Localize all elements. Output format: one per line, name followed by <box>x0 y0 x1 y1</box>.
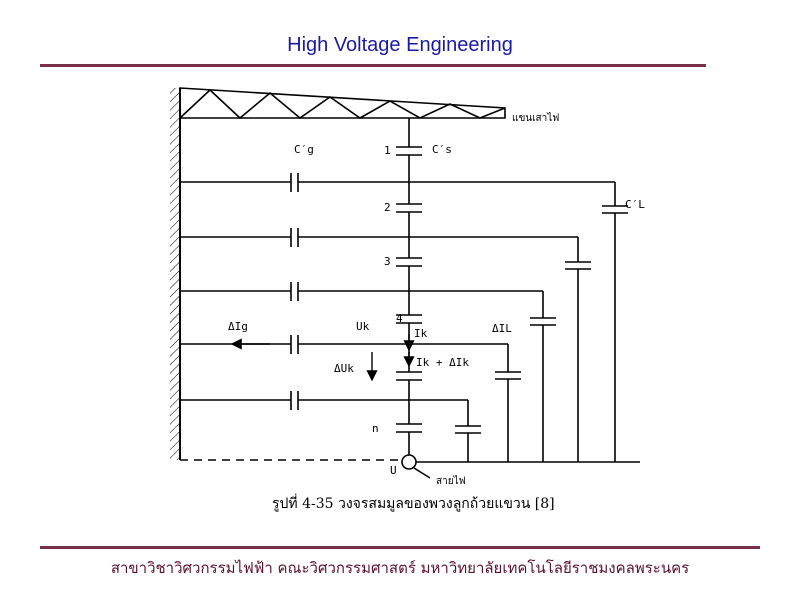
label-ik-plus: Ik + ΔIk <box>416 356 469 369</box>
label-ik: Ik <box>414 327 428 340</box>
label-cg: C′g <box>294 143 314 156</box>
line-label: สายไฟ <box>436 475 466 487</box>
conductor-line <box>180 454 640 479</box>
label-delta-uk: ΔUk <box>334 362 354 375</box>
label-node-n: n <box>372 422 379 435</box>
crossarm-truss <box>179 87 506 120</box>
label-delta-ig: ΔIg <box>228 320 248 333</box>
label-node-1: 1 <box>384 144 391 157</box>
footer-divider <box>40 546 760 549</box>
crossarm-label: แขนเสาไฟ <box>512 112 559 124</box>
label-uk: Uk <box>356 320 370 333</box>
label-node-2: 2 <box>384 201 391 214</box>
slide-footer: สาขาวิชาวิศวกรรมไฟฟ้า คณะวิศวกรรมศาสตร์ … <box>110 559 690 577</box>
label-node-4: 4 <box>396 312 403 325</box>
ground-capacitors <box>180 173 615 410</box>
tower-wall <box>170 88 181 460</box>
figure-caption: รูปที่ 4-35 วงจรสมมูลของพวงลูกถ้วยแขวน [… <box>272 494 555 512</box>
label-cs: C′s <box>432 143 452 156</box>
current-arrows <box>230 334 415 382</box>
label-u: U <box>390 464 397 477</box>
slide-title: High Voltage Engineering <box>287 34 513 56</box>
label-cl: C′L <box>625 198 645 211</box>
title-divider <box>40 64 706 67</box>
equivalent-circuit-diagram: แขนเสาไฟ <box>170 87 645 512</box>
label-node-3: 3 <box>384 255 391 268</box>
line-capacitors <box>455 182 628 462</box>
insulator-string <box>396 118 422 455</box>
label-delta-il: ΔIL <box>492 322 512 335</box>
